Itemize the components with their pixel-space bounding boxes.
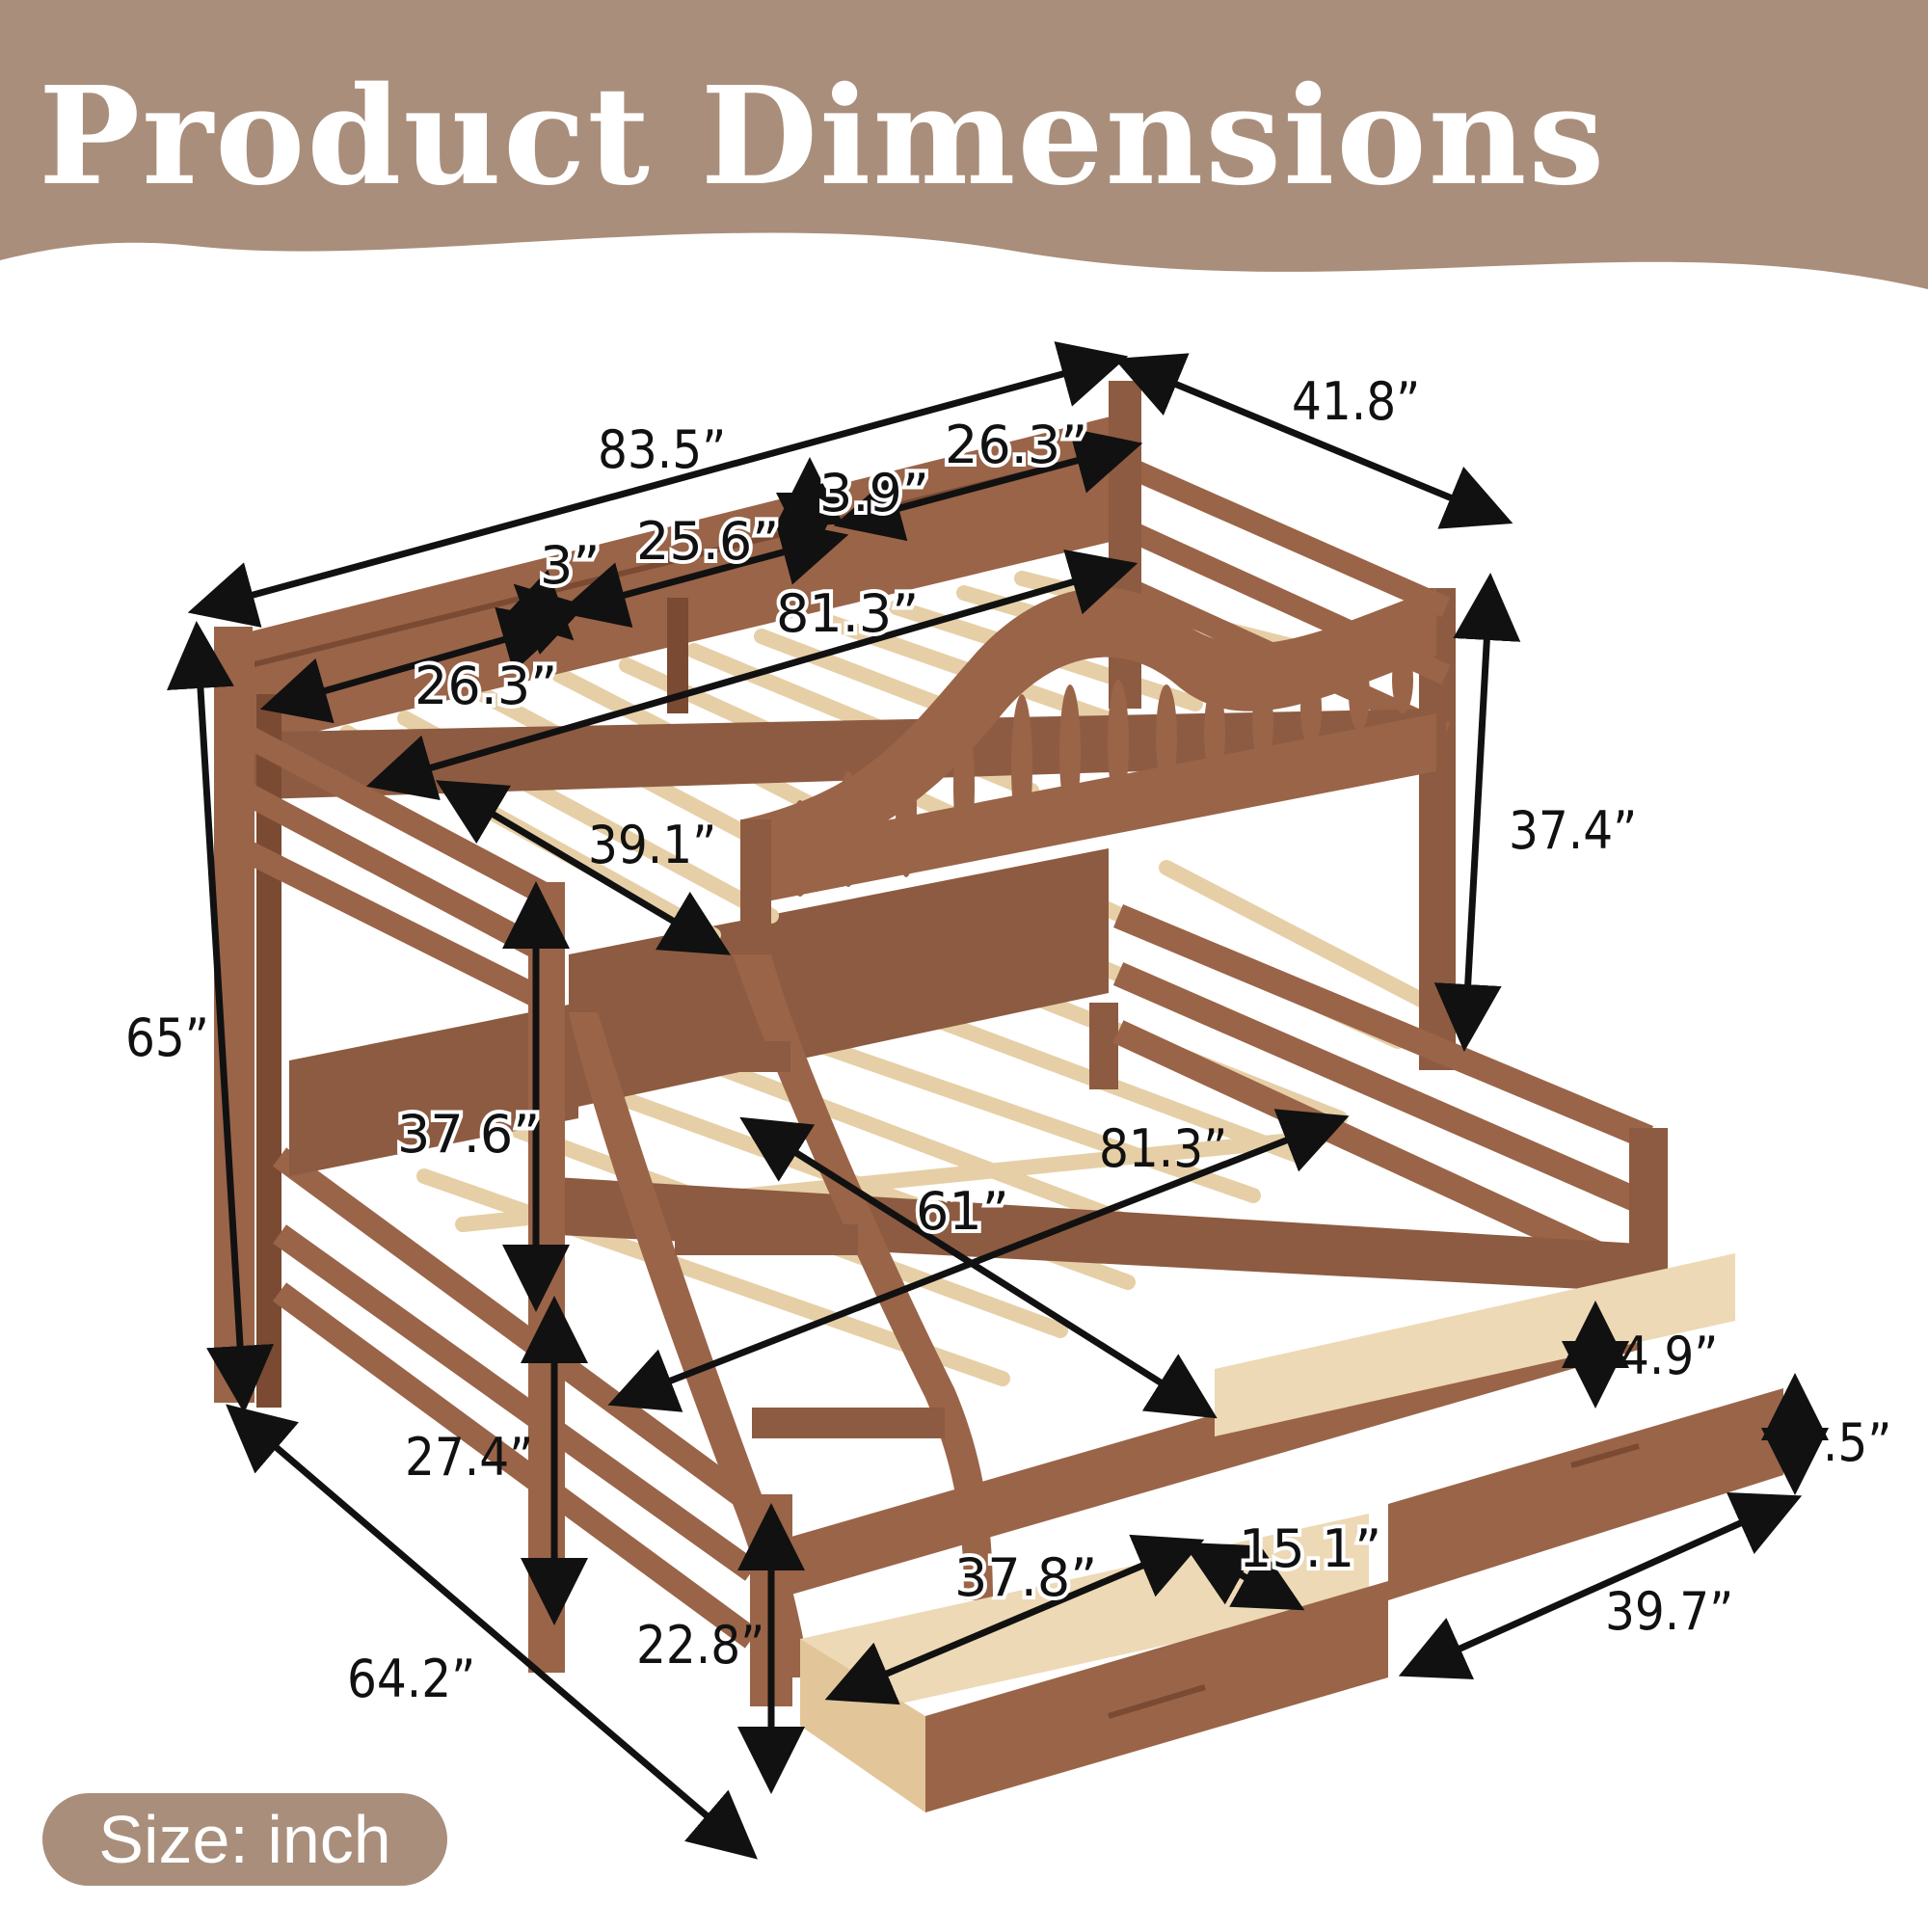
label-drawer-width: 15.1” [1239,1518,1381,1579]
label-ladder-height: 37.6” [397,1104,540,1165]
lower-right-rails [1112,904,1654,1284]
arrow-top-width [435,780,732,955]
header-banner [0,0,1928,289]
arrow-drawer-width [1182,1542,1305,1611]
label-top-length: 81.3” [776,583,919,644]
arrow-total-width [1113,353,1513,529]
label-drawer-gap: 4.9” [1620,1326,1718,1386]
arrow-total-length [187,341,1129,628]
top-left-post-cap [214,627,253,694]
label-shelf-depth: 3.9” [819,463,929,523]
arrow-bottom-total-width [226,1404,758,1860]
label-bottom-length: 81.3” [1099,1118,1227,1179]
label-bottom-side: 22.8” [636,1615,764,1676]
label-top-clearance: 37.4” [1509,800,1637,861]
size-unit-badge: Size: inch [42,1793,447,1886]
label-drawer-height: 7.5” [1793,1412,1891,1473]
label-shelf-gap: 3” [540,535,600,596]
arrow-top-clearance [1433,573,1521,1052]
label-total-height: 65” [125,1007,209,1068]
dimension-labels: 83.5” 41.8” 26.3” 3.9” 25.6” 3” 26.3” 81… [125,371,1891,1709]
label-total-width: 41.8” [1292,371,1420,432]
label-shelf-left: 26.3” [415,656,557,716]
arrow-shelf-right [833,427,1143,542]
arrow-bottom-width [739,1116,1218,1419]
arrow-total-height [167,621,274,1413]
size-unit-label: Size: inch [98,1802,391,1877]
arrow-drawer-right [1398,1492,1803,1679]
label-bottom-width: 61” [916,1181,1009,1242]
label-bottom-total-width: 64.2” [347,1649,475,1709]
label-lower-headboard: 27.4” [405,1427,533,1488]
label-drawer-right: 39.7” [1605,1581,1733,1642]
label-top-width: 39.1” [588,815,716,875]
label-total-length: 83.5” [598,419,726,480]
lower-back-leg [1089,1003,1118,1089]
label-drawer-length: 37.8” [954,1547,1097,1608]
page-title: Product Dimensions [39,58,1607,216]
arrow-drawer-length [824,1534,1205,1705]
dimension-arrows [167,341,1829,1860]
label-shelf-right: 26.3” [945,415,1087,475]
label-shelf-middle: 25.6” [636,511,779,572]
arrow-top-length [365,550,1138,800]
